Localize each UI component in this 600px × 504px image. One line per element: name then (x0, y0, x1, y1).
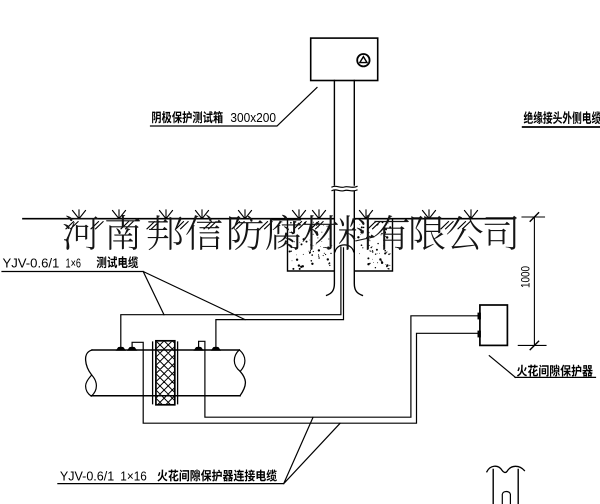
svg-text:1×6: 1×6 (66, 255, 82, 270)
svg-text:YJV-0.6/1: YJV-0.6/1 (3, 255, 60, 270)
svg-text:1×16: 1×16 (120, 468, 147, 483)
svg-text:300x200: 300x200 (230, 111, 276, 125)
svg-text:YJV-0.6/1: YJV-0.6/1 (60, 468, 114, 483)
svg-text:1000: 1000 (519, 266, 533, 288)
